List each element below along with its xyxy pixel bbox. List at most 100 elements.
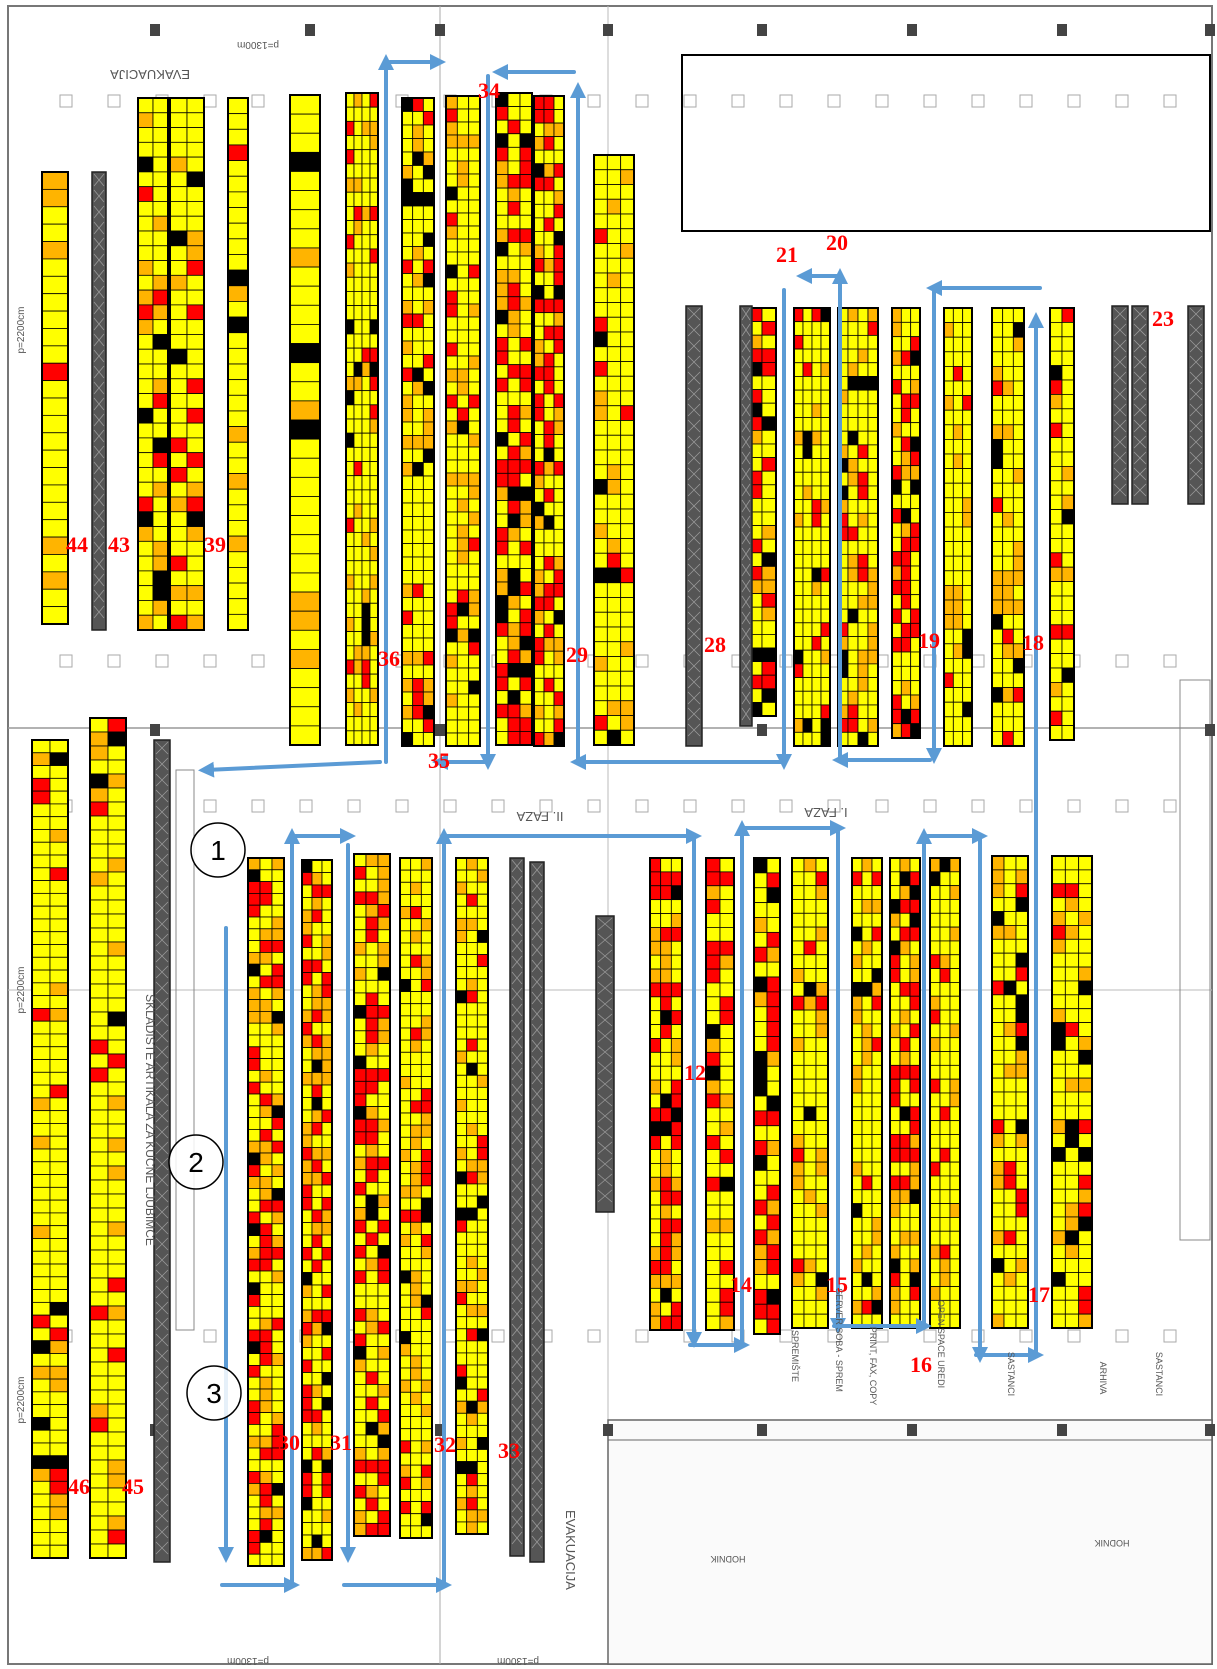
blocked-rack-mark xyxy=(155,1045,169,1059)
rack-cell xyxy=(533,244,545,259)
rack-cell xyxy=(791,995,805,1011)
blocked-rack-mark xyxy=(531,1391,543,1405)
rack-cell xyxy=(259,1011,273,1024)
rack-outline xyxy=(289,94,321,746)
rack-cell xyxy=(476,1497,489,1511)
rack-cell xyxy=(476,930,489,943)
rack-cell xyxy=(321,1197,333,1211)
rack-cell xyxy=(345,347,355,363)
rack-cell xyxy=(468,381,481,396)
rack-cell xyxy=(455,978,468,992)
rack-cell xyxy=(169,526,188,542)
blocked-rack-mark xyxy=(93,413,105,427)
rack-cell xyxy=(929,1023,941,1039)
rack-cell xyxy=(361,234,371,250)
rack-cell xyxy=(949,940,961,956)
rack-cell xyxy=(543,379,555,395)
rack-cell xyxy=(466,1521,478,1535)
rack-cell xyxy=(137,614,154,631)
rack-cell xyxy=(41,571,69,590)
rack-cell xyxy=(533,298,545,314)
rack-cell xyxy=(495,608,509,624)
rack-cell xyxy=(345,106,355,122)
rack-cell xyxy=(867,649,879,665)
rack-cell xyxy=(900,350,912,366)
rack-cell xyxy=(909,912,921,928)
rack-cell xyxy=(761,321,777,336)
column-base xyxy=(779,799,793,813)
rack-cell xyxy=(169,600,188,616)
rack-cell xyxy=(301,1497,313,1511)
rack-cell xyxy=(152,186,169,202)
sastanci-2-label: SASTANCI xyxy=(1154,1352,1164,1396)
rack-cell xyxy=(705,927,721,942)
blocked-rack-mark xyxy=(155,1301,169,1315)
rack-cell xyxy=(353,1245,367,1259)
rack-cell xyxy=(476,1364,489,1378)
rack-cell xyxy=(705,1204,721,1220)
blocked-rack-mark xyxy=(93,317,105,331)
rack-cell xyxy=(353,163,363,179)
rack-cell xyxy=(377,878,391,893)
rack-cell xyxy=(660,1218,672,1234)
rack-cell xyxy=(345,702,355,718)
blocked-rack-mark xyxy=(531,1455,543,1469)
rack-cell xyxy=(271,904,285,918)
blocked-rack-mark xyxy=(597,1125,613,1139)
rack-cell xyxy=(802,677,813,692)
rack-cell xyxy=(991,911,1005,926)
rack-cell xyxy=(399,1270,412,1284)
column-base xyxy=(587,799,601,813)
rack-cell xyxy=(455,1207,468,1221)
rack-cell xyxy=(1015,952,1029,968)
rack-cell xyxy=(311,1222,323,1236)
rack-cell xyxy=(660,1149,672,1164)
rack-cell xyxy=(606,493,622,510)
rack-cell xyxy=(412,543,424,558)
rack-cell xyxy=(259,1329,273,1343)
rack-cell xyxy=(553,501,565,517)
rack-cell xyxy=(41,206,69,225)
rack-cell xyxy=(49,752,69,766)
rack-cell xyxy=(1012,380,1025,397)
rack-cell xyxy=(753,857,768,874)
rack-cell xyxy=(1002,468,1014,484)
rack-cell xyxy=(1012,365,1025,382)
rack-cell xyxy=(369,404,379,420)
rack-cell xyxy=(455,1424,468,1438)
rack-cell xyxy=(353,687,363,703)
rack xyxy=(793,307,831,747)
rack-cell xyxy=(889,1299,901,1315)
rack-cell xyxy=(495,445,509,461)
rack-cell xyxy=(401,300,414,315)
rack-cell xyxy=(186,230,205,247)
rack-cell xyxy=(365,954,379,969)
rack-cell xyxy=(361,291,371,306)
rack-cell xyxy=(1051,952,1066,968)
rack-cell xyxy=(107,941,127,957)
rack-cell xyxy=(169,289,188,306)
rack-cell xyxy=(533,339,545,354)
rack-cell xyxy=(353,673,363,689)
rack xyxy=(791,857,829,1329)
rack-cell xyxy=(466,1111,478,1124)
zone-circle xyxy=(186,1365,242,1421)
rack-cell xyxy=(365,1510,379,1524)
rack-cell xyxy=(909,1064,921,1080)
rack-cell xyxy=(422,408,435,423)
rack-cell xyxy=(420,1100,433,1114)
rack-cell xyxy=(867,334,879,350)
rack-cell xyxy=(468,589,481,604)
rack-cell xyxy=(289,132,321,153)
rack-cell xyxy=(803,1134,817,1149)
rack-cell xyxy=(321,1547,333,1561)
rack-cell xyxy=(670,1274,683,1289)
rack-cell xyxy=(466,1243,478,1257)
rack-cell xyxy=(410,1234,422,1247)
rack-cell xyxy=(991,599,1004,616)
rack-cell xyxy=(991,1202,1005,1218)
rack-cell xyxy=(1061,480,1075,496)
rack-cell xyxy=(909,968,921,983)
rack-cell xyxy=(761,470,777,486)
rack-cell xyxy=(31,854,51,869)
